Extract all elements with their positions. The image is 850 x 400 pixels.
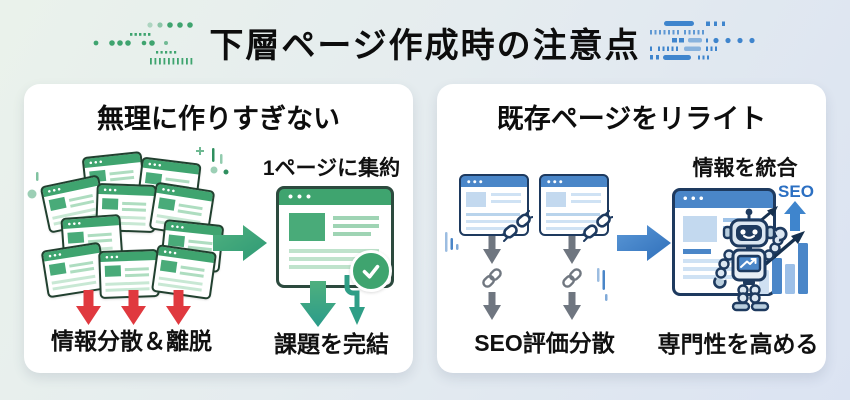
page-title: 下層ページ作成時の注意点 — [209, 27, 641, 65]
bar-chart-icon — [759, 231, 808, 294]
label-consolidate: 1ページに集約 — [262, 157, 401, 180]
scattered-pages-illustration — [27, 147, 229, 300]
elbow-arrow-icon — [344, 275, 365, 325]
sparkle-icon — [27, 172, 39, 199]
green-right-arrow-icon — [213, 225, 267, 261]
gray-down-arrow-icon — [483, 236, 501, 264]
card-right-title: 既存ページをリライト — [496, 104, 767, 134]
check-icon — [350, 250, 392, 292]
broken-link-icon — [501, 210, 533, 242]
card-left-title: 無理に作りすぎない — [97, 104, 340, 134]
linked-page-icon — [539, 174, 609, 236]
red-down-arrow-icon — [121, 290, 146, 325]
seo-label: SEO — [778, 182, 814, 201]
red-down-arrow-icon — [166, 290, 191, 325]
label-expertise: 専門性を高める — [657, 331, 819, 357]
gray-down-arrow-icon — [563, 236, 581, 264]
card-rewrite-existing: 既存ページをリライト — [437, 84, 826, 373]
red-down-arrow-icon — [76, 290, 101, 325]
sparkle-icon — [597, 268, 608, 301]
card-dont-overbuild: 無理に作りすぎない — [24, 84, 413, 373]
blue-right-arrow-icon — [617, 225, 671, 261]
dot-pattern-left-icon — [93, 22, 193, 65]
chain-link-icon — [562, 268, 582, 288]
sparkle-icon — [445, 232, 459, 252]
robot-icon — [713, 208, 788, 312]
gray-down-arrow-icon — [483, 292, 501, 320]
broken-link-icon — [581, 210, 613, 242]
dot-pattern-right-icon — [650, 21, 755, 60]
label-info-scatter: 情報分散＆離脱 — [51, 328, 212, 354]
linked-page-icon — [459, 174, 529, 236]
seo-up-arrow-icon — [784, 201, 806, 231]
label-integrate-info: 情報を統合 — [692, 157, 798, 180]
chain-link-icon — [482, 268, 502, 288]
gray-down-arrow-icon — [563, 292, 581, 320]
sparkle-icon — [196, 147, 229, 175]
green-down-arrow-icon — [300, 281, 336, 327]
label-complete-task: 課題を完結 — [274, 331, 389, 357]
label-seo-dilution: SEO評価分散 — [474, 330, 615, 356]
